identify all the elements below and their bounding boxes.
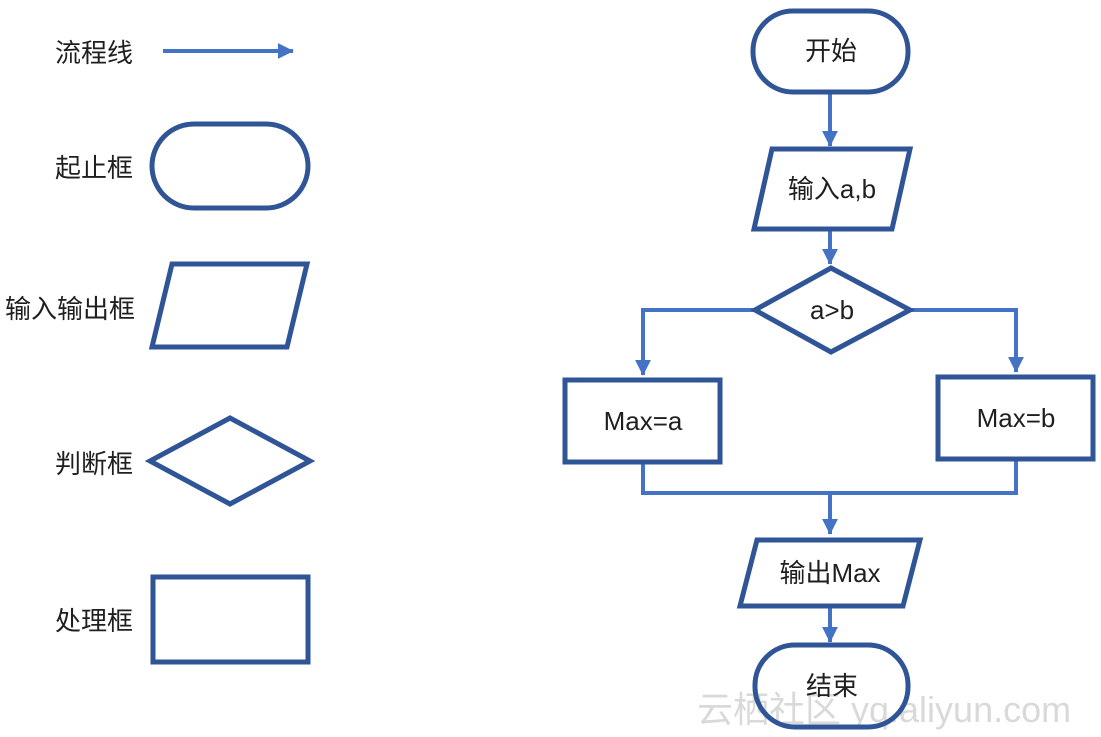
output-node-label: 输出Max bbox=[779, 558, 880, 588]
connector-decision-to-max-a bbox=[635, 308, 757, 376]
max-b-rectangle-shape bbox=[935, 374, 1096, 462]
decision-node-label: a>b bbox=[810, 295, 854, 325]
node-input: 输入a,b bbox=[750, 146, 914, 232]
max-a-node-label: Max=a bbox=[604, 406, 683, 436]
legend-label-terminator: 起止框 bbox=[55, 153, 133, 183]
legend-label-flow-line: 流程线 bbox=[55, 38, 133, 68]
flowchart: 开始 输入a,b a>b Max=a Max=b bbox=[562, 8, 1096, 730]
node-end: 结束 bbox=[752, 642, 911, 730]
end-stadium-shape bbox=[752, 642, 911, 730]
legend-parallelogram-shape-icon bbox=[148, 261, 311, 350]
max-b-node-label: Max=b bbox=[977, 403, 1056, 433]
input-parallelogram-shape bbox=[750, 146, 914, 232]
legend-label-process: 处理框 bbox=[55, 606, 133, 636]
legend-label-input-output: 输入输出框 bbox=[5, 294, 135, 324]
legend-label-decision: 判断框 bbox=[55, 449, 133, 479]
start-node-label: 开始 bbox=[805, 36, 857, 66]
start-stadium-shape bbox=[750, 8, 911, 95]
node-start: 开始 bbox=[750, 8, 911, 95]
node-decision: a>b bbox=[749, 265, 916, 355]
legend: 流程线 起止框 输入输出框 判断框 处理框 bbox=[5, 38, 316, 665]
node-max-b: Max=b bbox=[935, 374, 1096, 462]
legend-stadium-shape-icon bbox=[149, 121, 311, 211]
legend-rectangle-shape-icon bbox=[150, 574, 311, 665]
node-output: 输出Max bbox=[736, 537, 924, 609]
connector-decision-to-max-b bbox=[908, 308, 1024, 373]
legend-diamond-shape-icon bbox=[144, 415, 316, 507]
end-node-label: 结束 bbox=[806, 671, 858, 701]
decision-diamond-shape bbox=[749, 265, 916, 355]
input-node-label: 输入a,b bbox=[788, 174, 876, 204]
output-parallelogram-shape bbox=[736, 537, 924, 609]
node-max-a: Max=a bbox=[562, 377, 723, 465]
max-a-rectangle-shape bbox=[562, 377, 723, 465]
